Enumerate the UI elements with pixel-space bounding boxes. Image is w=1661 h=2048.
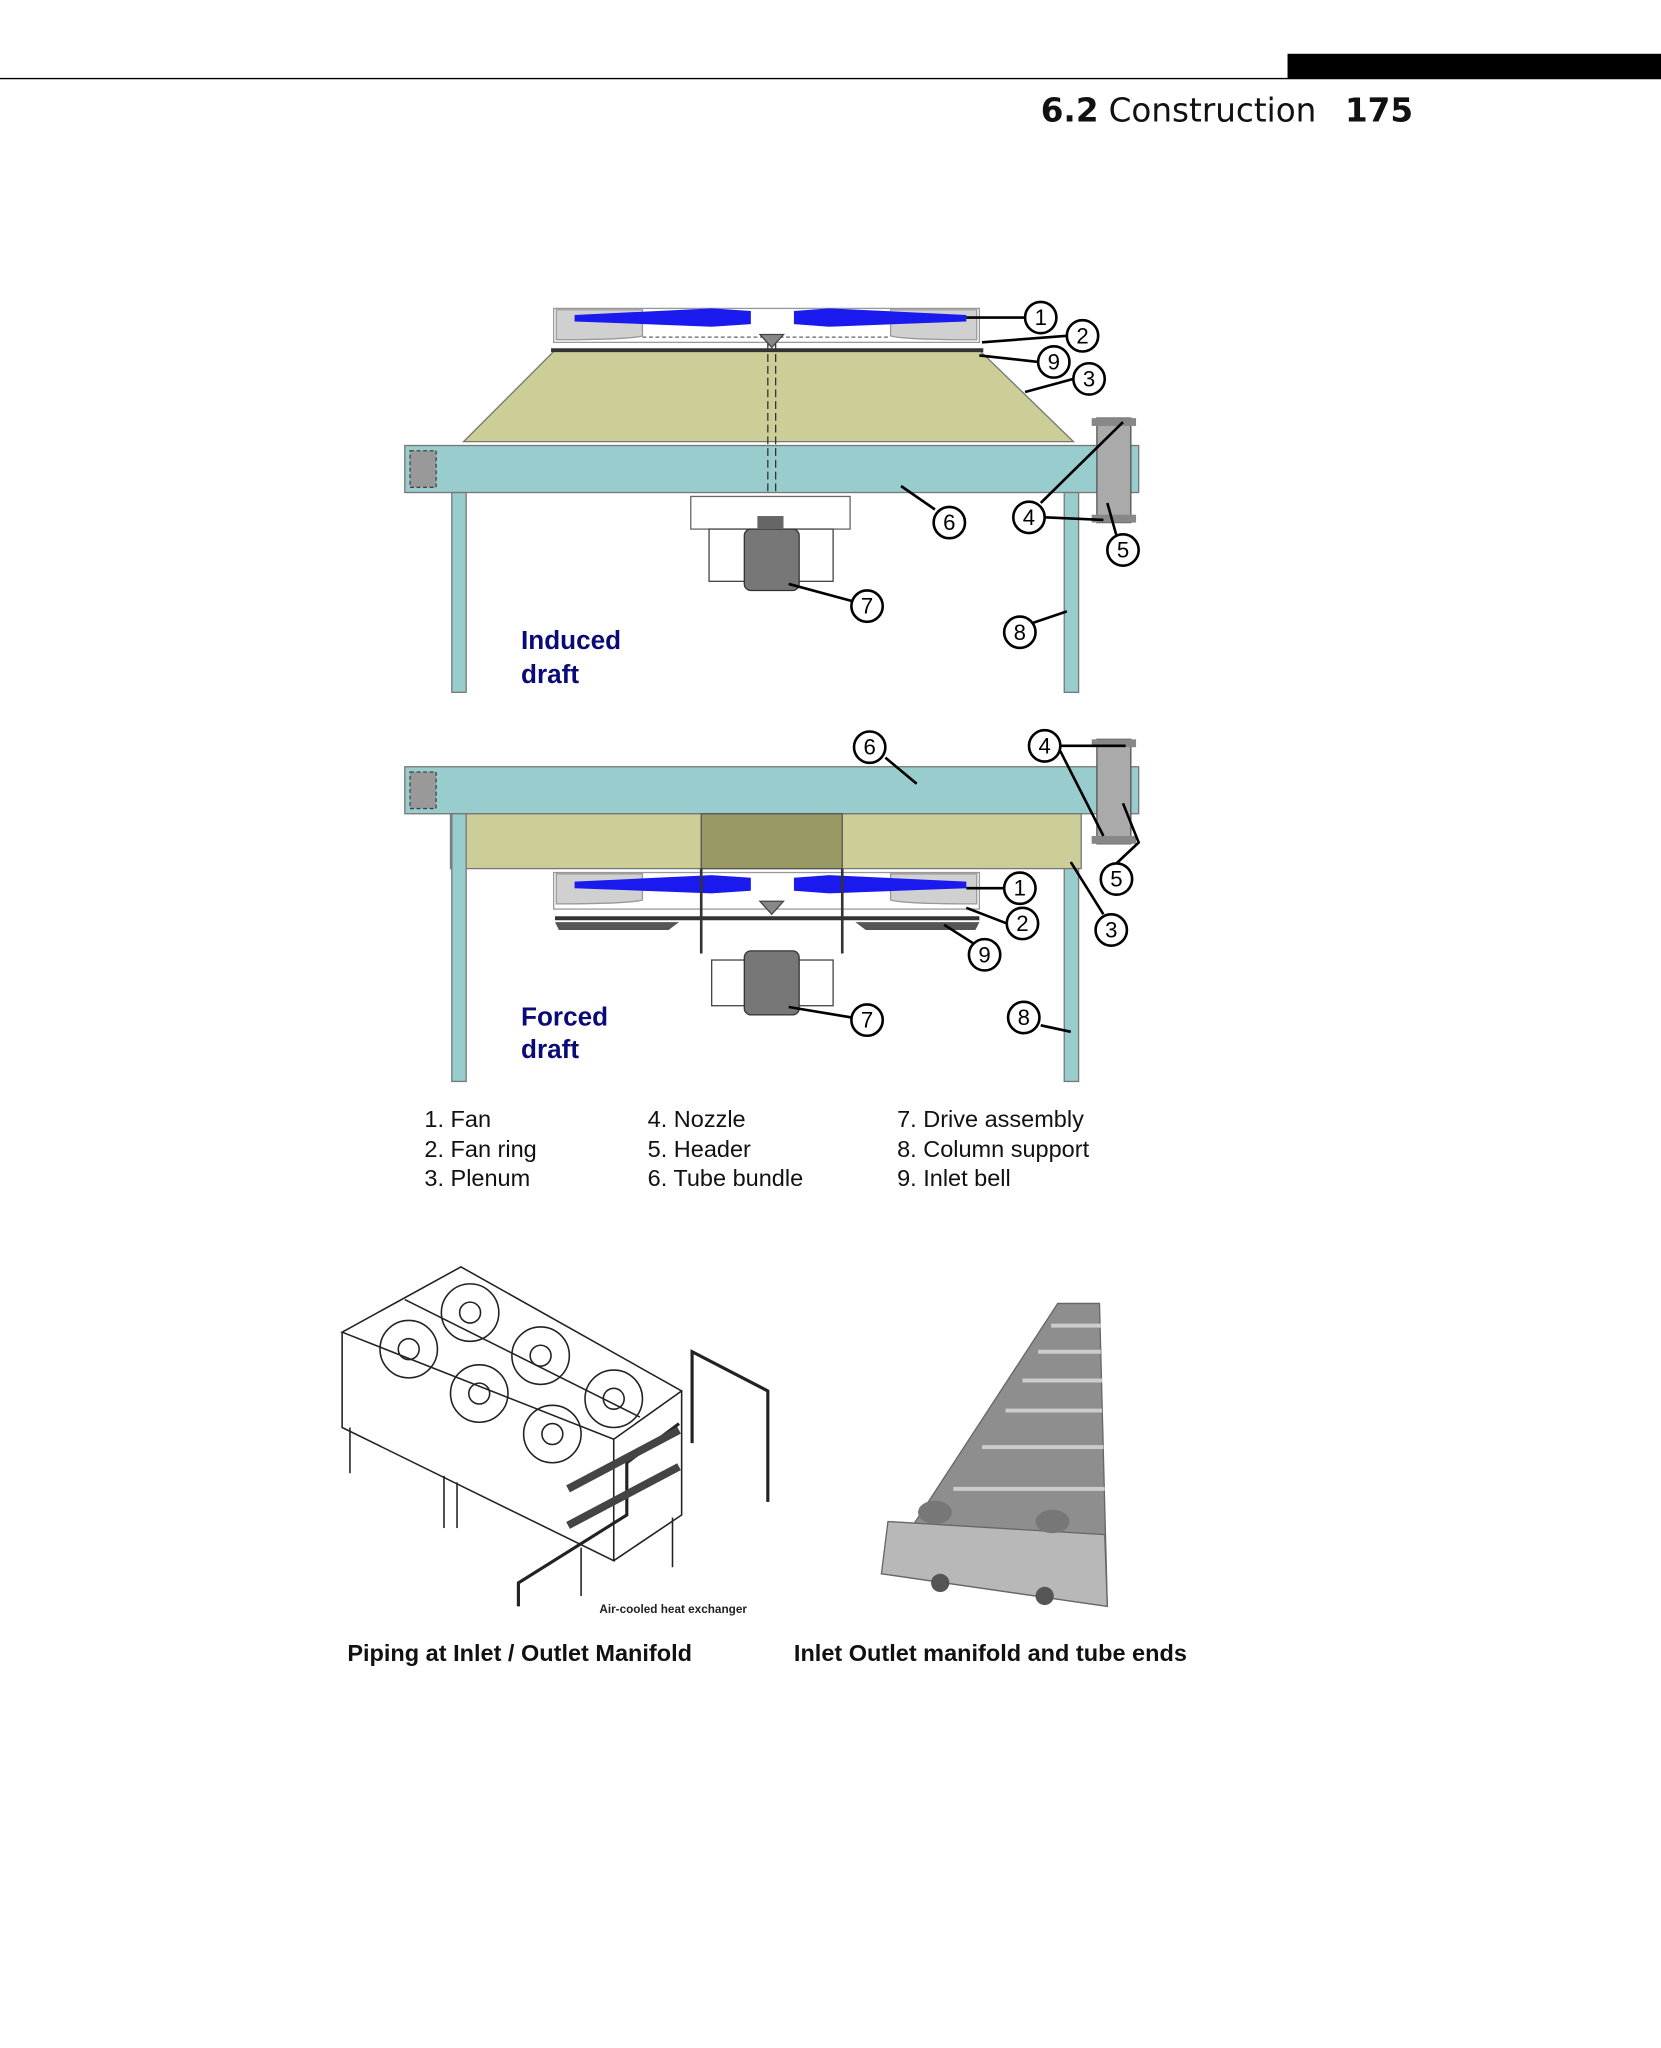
- callout: 5: [1099, 862, 1134, 897]
- svg-text:3. Plenum: 3. Plenum: [424, 1165, 530, 1191]
- column-support: [1063, 867, 1080, 1083]
- left-figure-caption: Piping at Inlet / Outlet Manifold: [347, 1640, 692, 1666]
- callout: 4: [1012, 500, 1046, 535]
- section-title: Construction: [1109, 92, 1317, 130]
- callout: 9: [1036, 344, 1071, 379]
- svg-text:5: 5: [1117, 537, 1129, 562]
- svg-text:2: 2: [1016, 911, 1028, 936]
- svg-text:2. Fan ring: 2. Fan ring: [424, 1136, 536, 1162]
- right-figure-caption: Inlet Outlet manifold and tube ends: [794, 1640, 1187, 1666]
- header-bar: [1287, 53, 1661, 79]
- callout: 5: [1106, 533, 1140, 567]
- svg-text:8: 8: [1014, 620, 1026, 645]
- air-cooled-exchanger-drawing: Air-cooled heat exchanger: [340, 1265, 770, 1616]
- svg-text:3: 3: [1105, 917, 1117, 942]
- svg-text:7. Drive assembly: 7. Drive assembly: [897, 1106, 1084, 1132]
- svg-text:6: 6: [864, 735, 876, 760]
- svg-text:2: 2: [1076, 323, 1088, 348]
- svg-text:6: 6: [943, 510, 955, 535]
- callout: 6: [932, 505, 967, 540]
- header-nozzle: [1096, 417, 1132, 524]
- callout: 2: [1005, 906, 1040, 941]
- callout: 3: [1094, 913, 1129, 947]
- fan-blade: [574, 875, 751, 894]
- induced-label-2: draft: [521, 659, 579, 689]
- section-number: 6.2: [1041, 92, 1099, 130]
- svg-text:9: 9: [1048, 349, 1060, 374]
- column-support: [1063, 491, 1080, 693]
- svg-text:7: 7: [861, 1008, 873, 1033]
- page-number: 175: [1345, 92, 1413, 130]
- svg-text:3: 3: [1083, 366, 1095, 391]
- forced-label-2: draft: [521, 1034, 579, 1064]
- callout: 2: [1065, 318, 1100, 353]
- column-support: [451, 813, 467, 1083]
- callout: 7: [850, 1003, 885, 1038]
- callout: 3: [1072, 361, 1107, 396]
- callout: 1: [1023, 300, 1058, 335]
- motor: [743, 950, 800, 1016]
- svg-text:9. Inlet bell: 9. Inlet bell: [897, 1165, 1011, 1191]
- tube-bundle-photo: [880, 1302, 1109, 1608]
- forced-label: Forced: [521, 1001, 608, 1031]
- svg-text:5: 5: [1110, 867, 1122, 892]
- header-nozzle: [1096, 738, 1132, 845]
- column-support: [451, 491, 467, 693]
- motor: [743, 528, 800, 592]
- svg-text:8: 8: [1018, 1005, 1030, 1030]
- callout: 8: [1006, 1000, 1041, 1035]
- svg-text:7: 7: [861, 594, 873, 619]
- svg-text:1. Fan: 1. Fan: [424, 1106, 491, 1132]
- callout: 9: [967, 937, 1002, 972]
- fan-blade: [574, 308, 751, 327]
- svg-text:4: 4: [1038, 733, 1050, 758]
- callout: 1: [1002, 871, 1037, 906]
- svg-text:9: 9: [978, 942, 990, 967]
- svg-text:6. Tube bundle: 6. Tube bundle: [648, 1165, 804, 1191]
- fan-blade: [793, 875, 967, 894]
- callout: 4: [1027, 728, 1062, 763]
- svg-text:5. Header: 5. Header: [648, 1136, 751, 1162]
- svg-text:8. Column support: 8. Column support: [897, 1136, 1089, 1162]
- legend: 1. Fan 2. Fan ring 3. Plenum 4. Nozzle 5…: [424, 1106, 1089, 1191]
- fan-blade: [793, 308, 967, 327]
- callout: 7: [850, 589, 885, 624]
- callout: 6: [852, 730, 887, 765]
- svg-text:1: 1: [1035, 305, 1047, 330]
- svg-text:1: 1: [1014, 876, 1026, 901]
- svg-text:4. Nozzle: 4. Nozzle: [648, 1106, 746, 1132]
- svg-text:4: 4: [1023, 505, 1035, 530]
- tube-bundle: [404, 766, 1140, 815]
- induced-draft-diagram: 1 2 9 3 6 4 5 7 8 Induced draft: [404, 300, 1140, 693]
- svg-text:Air-cooled heat exchanger: Air-cooled heat exchanger: [599, 1603, 747, 1616]
- forced-draft-diagram: 6 4 5 1 2 3 9 7 8 Forced draft: [404, 728, 1141, 1083]
- tube-bundle: [404, 444, 1140, 494]
- callout: 8: [1002, 615, 1037, 650]
- induced-label: Induced: [521, 625, 621, 655]
- fan-icon: [379, 1283, 644, 1464]
